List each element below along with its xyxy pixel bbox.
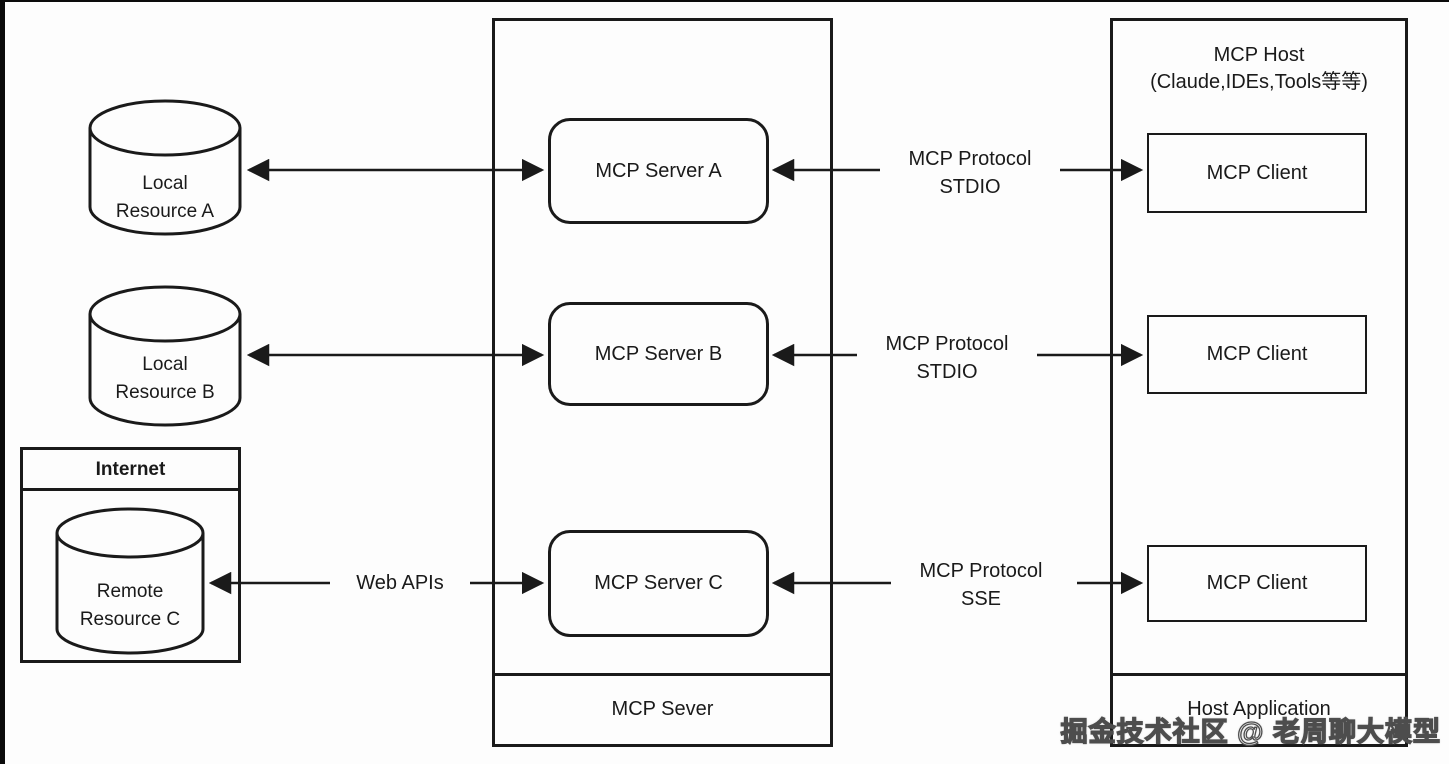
label-local-resource-b-line2: Resource B bbox=[115, 382, 215, 403]
edge-label-stdio-b-line2: STDIO bbox=[916, 361, 978, 383]
cylinder-local-resource-a bbox=[88, 99, 242, 236]
edge-label-stdio-b: MCP Protocol STDIO bbox=[857, 330, 1037, 386]
label-local-resource-a-line2: Resource A bbox=[115, 201, 215, 222]
mcp-host-title-line1: MCP Host bbox=[1213, 44, 1305, 66]
node-mcp-server-a-label: MCP Server A bbox=[595, 159, 722, 182]
host-container-footer: Host Application bbox=[1187, 698, 1331, 720]
watermark-text: 掘金技术社区 @ 老周聊大模型 bbox=[1060, 716, 1441, 747]
label-local-resource-a: Local Resource A bbox=[90, 170, 240, 226]
label-local-resource-a-line1: Local bbox=[142, 173, 188, 194]
edge-label-stdio-a-line2: STDIO bbox=[939, 176, 1001, 198]
edge-label-web-apis: Web APIs bbox=[330, 569, 470, 597]
label-remote-resource-c-line2: Resource C bbox=[79, 609, 181, 630]
cylinder-local-resource-b bbox=[88, 285, 242, 427]
node-mcp-server-a: MCP Server A bbox=[548, 118, 769, 224]
mcp-host-container: MCP Host (Claude,IDEs,Tools等等) Host Appl… bbox=[1110, 18, 1408, 747]
node-mcp-server-b: MCP Server B bbox=[548, 302, 769, 406]
cylinder-remote-resource-c bbox=[55, 507, 205, 655]
mcp-host-title: MCP Host (Claude,IDEs,Tools等等) bbox=[1113, 42, 1405, 96]
server-container-divider bbox=[492, 673, 833, 676]
internet-box: Internet bbox=[20, 447, 241, 663]
node-mcp-client-c-label: MCP Client bbox=[1206, 572, 1308, 594]
edge-label-sse-line1: MCP Protocol bbox=[919, 560, 1043, 582]
label-local-resource-b: Local Resource B bbox=[90, 351, 240, 407]
server-container-footer: MCP Sever bbox=[611, 698, 714, 720]
node-mcp-client-c: MCP Client bbox=[1147, 545, 1367, 622]
label-remote-resource-c: Remote Resource C bbox=[55, 578, 205, 634]
frame-edge-left bbox=[0, 0, 5, 764]
edge-label-sse-line2: SSE bbox=[960, 588, 1002, 610]
mcp-host-title-line2: (Claude,IDEs,Tools等等) bbox=[1150, 71, 1368, 93]
node-mcp-client-b: MCP Client bbox=[1147, 315, 1367, 394]
edge-label-stdio-a-line1: MCP Protocol bbox=[908, 148, 1032, 170]
node-mcp-server-c: MCP Server C bbox=[548, 530, 769, 637]
edge-label-stdio-b-line1: MCP Protocol bbox=[885, 333, 1009, 355]
label-local-resource-b-line1: Local bbox=[142, 354, 188, 375]
node-mcp-client-b-label: MCP Client bbox=[1206, 343, 1308, 365]
node-mcp-server-b-label: MCP Server B bbox=[594, 342, 723, 365]
internet-title: Internet bbox=[95, 459, 166, 480]
node-mcp-client-a-label: MCP Client bbox=[1206, 161, 1308, 184]
mcp-server-container: MCP Sever bbox=[492, 18, 833, 747]
node-mcp-server-c-label: MCP Server C bbox=[594, 572, 723, 594]
label-remote-resource-c-line1: Remote bbox=[96, 581, 164, 602]
frame-edge-top bbox=[0, 0, 1449, 2]
edge-label-sse: MCP Protocol SSE bbox=[891, 557, 1071, 613]
internet-divider bbox=[20, 488, 241, 491]
host-container-divider bbox=[1110, 673, 1408, 676]
node-mcp-client-a: MCP Client bbox=[1147, 133, 1367, 213]
edge-label-stdio-a: MCP Protocol STDIO bbox=[880, 145, 1060, 201]
